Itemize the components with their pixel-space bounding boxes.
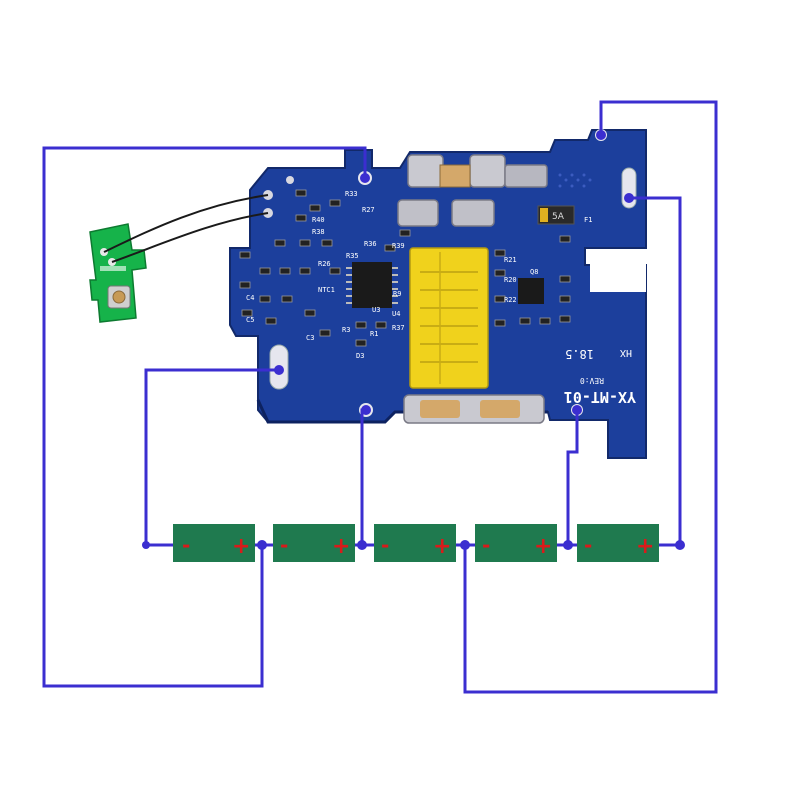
junction-dot xyxy=(563,540,573,550)
silk-ref: C4 xyxy=(246,294,254,302)
junction-dot xyxy=(361,405,371,415)
silk-ref: R21 xyxy=(504,256,517,264)
silk-ref: Q8 xyxy=(530,268,538,276)
junction-dot xyxy=(572,405,582,415)
battery-cells: - + - + - + - + - + xyxy=(173,524,659,562)
silk-ref: D3 xyxy=(356,352,364,360)
pcb-white-window xyxy=(590,250,646,292)
battery-cell: - + xyxy=(475,524,557,562)
switch-wires xyxy=(103,194,269,263)
silkscreen-refs: R33 R27 R40 R38 R36 R35 R39 R26 R21 R20 … xyxy=(246,190,592,360)
silk-ref: R26 xyxy=(318,260,331,268)
silk-ref: R36 xyxy=(364,240,377,248)
board-model: YX-MT-01 xyxy=(564,388,636,406)
silk-ref: F1 xyxy=(584,216,592,224)
cell-positive-sign: + xyxy=(232,534,250,559)
board-revision: REV:0 xyxy=(580,376,604,385)
silk-ref: R9 xyxy=(393,290,401,298)
cell-negative-sign: - xyxy=(482,533,490,557)
cell-positive-sign: + xyxy=(534,534,552,559)
silk-ref: R35 xyxy=(346,252,359,260)
wire-junctions xyxy=(142,130,685,550)
silk-ref: U3 xyxy=(372,306,380,314)
board-markings: YX-MT-01 REV:0 HX 18.5 xyxy=(564,347,636,406)
battery-cell: - + xyxy=(374,524,456,562)
junction-dot xyxy=(596,130,606,140)
fuse-label: 5A xyxy=(552,212,565,222)
junction-dot xyxy=(274,365,284,375)
cell-negative-sign: - xyxy=(280,533,288,557)
junction-dot xyxy=(624,193,634,203)
silk-ref: U4 xyxy=(392,310,400,318)
pad-hole-1 xyxy=(286,176,294,184)
silk-ref: C5 xyxy=(246,316,254,324)
junction-dot xyxy=(142,541,150,549)
pcb-board: 5A xyxy=(229,129,647,459)
terminal-clip-bottom xyxy=(403,394,545,424)
wire-b-plus xyxy=(629,196,682,547)
silk-ref: R39 xyxy=(392,242,405,250)
wire-right-tap xyxy=(566,410,579,545)
silk-ref: R22 xyxy=(504,296,517,304)
silk-ref: R38 xyxy=(312,228,325,236)
fuse-icon: 5A xyxy=(537,205,575,225)
wire-mid-tap xyxy=(360,408,366,545)
wiring xyxy=(42,100,718,694)
silk-ref: C3 xyxy=(306,334,314,342)
silk-ref: NTC1 xyxy=(318,286,335,294)
switch-board xyxy=(89,223,147,323)
cell-positive-sign: + xyxy=(332,534,350,559)
silk-ref: R40 xyxy=(312,216,325,224)
smd-components xyxy=(239,189,571,347)
ic-small-right xyxy=(518,278,544,304)
silk-ref: R3 xyxy=(342,326,350,334)
board-hx: HX xyxy=(620,347,632,358)
terminal-clip-top xyxy=(407,154,548,188)
battery-cell: - + xyxy=(577,524,659,562)
cell-negative-sign: - xyxy=(381,533,389,557)
junction-dot xyxy=(357,540,367,550)
junction-dot xyxy=(675,540,685,550)
silk-ref: R33 xyxy=(345,190,358,198)
cell-positive-sign: + xyxy=(636,534,654,559)
wire-loop-left xyxy=(42,146,367,688)
cell-negative-sign: - xyxy=(182,533,190,557)
battery-cell: - + xyxy=(273,524,355,562)
switch-trace xyxy=(100,266,126,271)
pcb-vias xyxy=(558,173,592,188)
cell-positive-sign: + xyxy=(433,534,451,559)
yellow-connector-icon xyxy=(409,247,489,389)
silk-ref: R37 xyxy=(392,324,405,332)
battery-cell: - + xyxy=(173,524,255,562)
silk-ref: R1 xyxy=(370,330,378,338)
ic-chip xyxy=(346,262,398,308)
junction-dot xyxy=(360,173,370,183)
board-number: 18.5 xyxy=(565,347,594,361)
wire-loop-right xyxy=(463,100,718,694)
wire-b-minus xyxy=(144,368,279,547)
terminal-clip-mid xyxy=(397,199,495,227)
tactile-switch-icon xyxy=(107,285,131,309)
cell-negative-sign: - xyxy=(584,533,592,557)
silk-ref: R20 xyxy=(504,276,517,284)
silk-ref: R27 xyxy=(362,206,375,214)
junction-dot xyxy=(257,540,267,550)
junction-dot xyxy=(460,540,470,550)
